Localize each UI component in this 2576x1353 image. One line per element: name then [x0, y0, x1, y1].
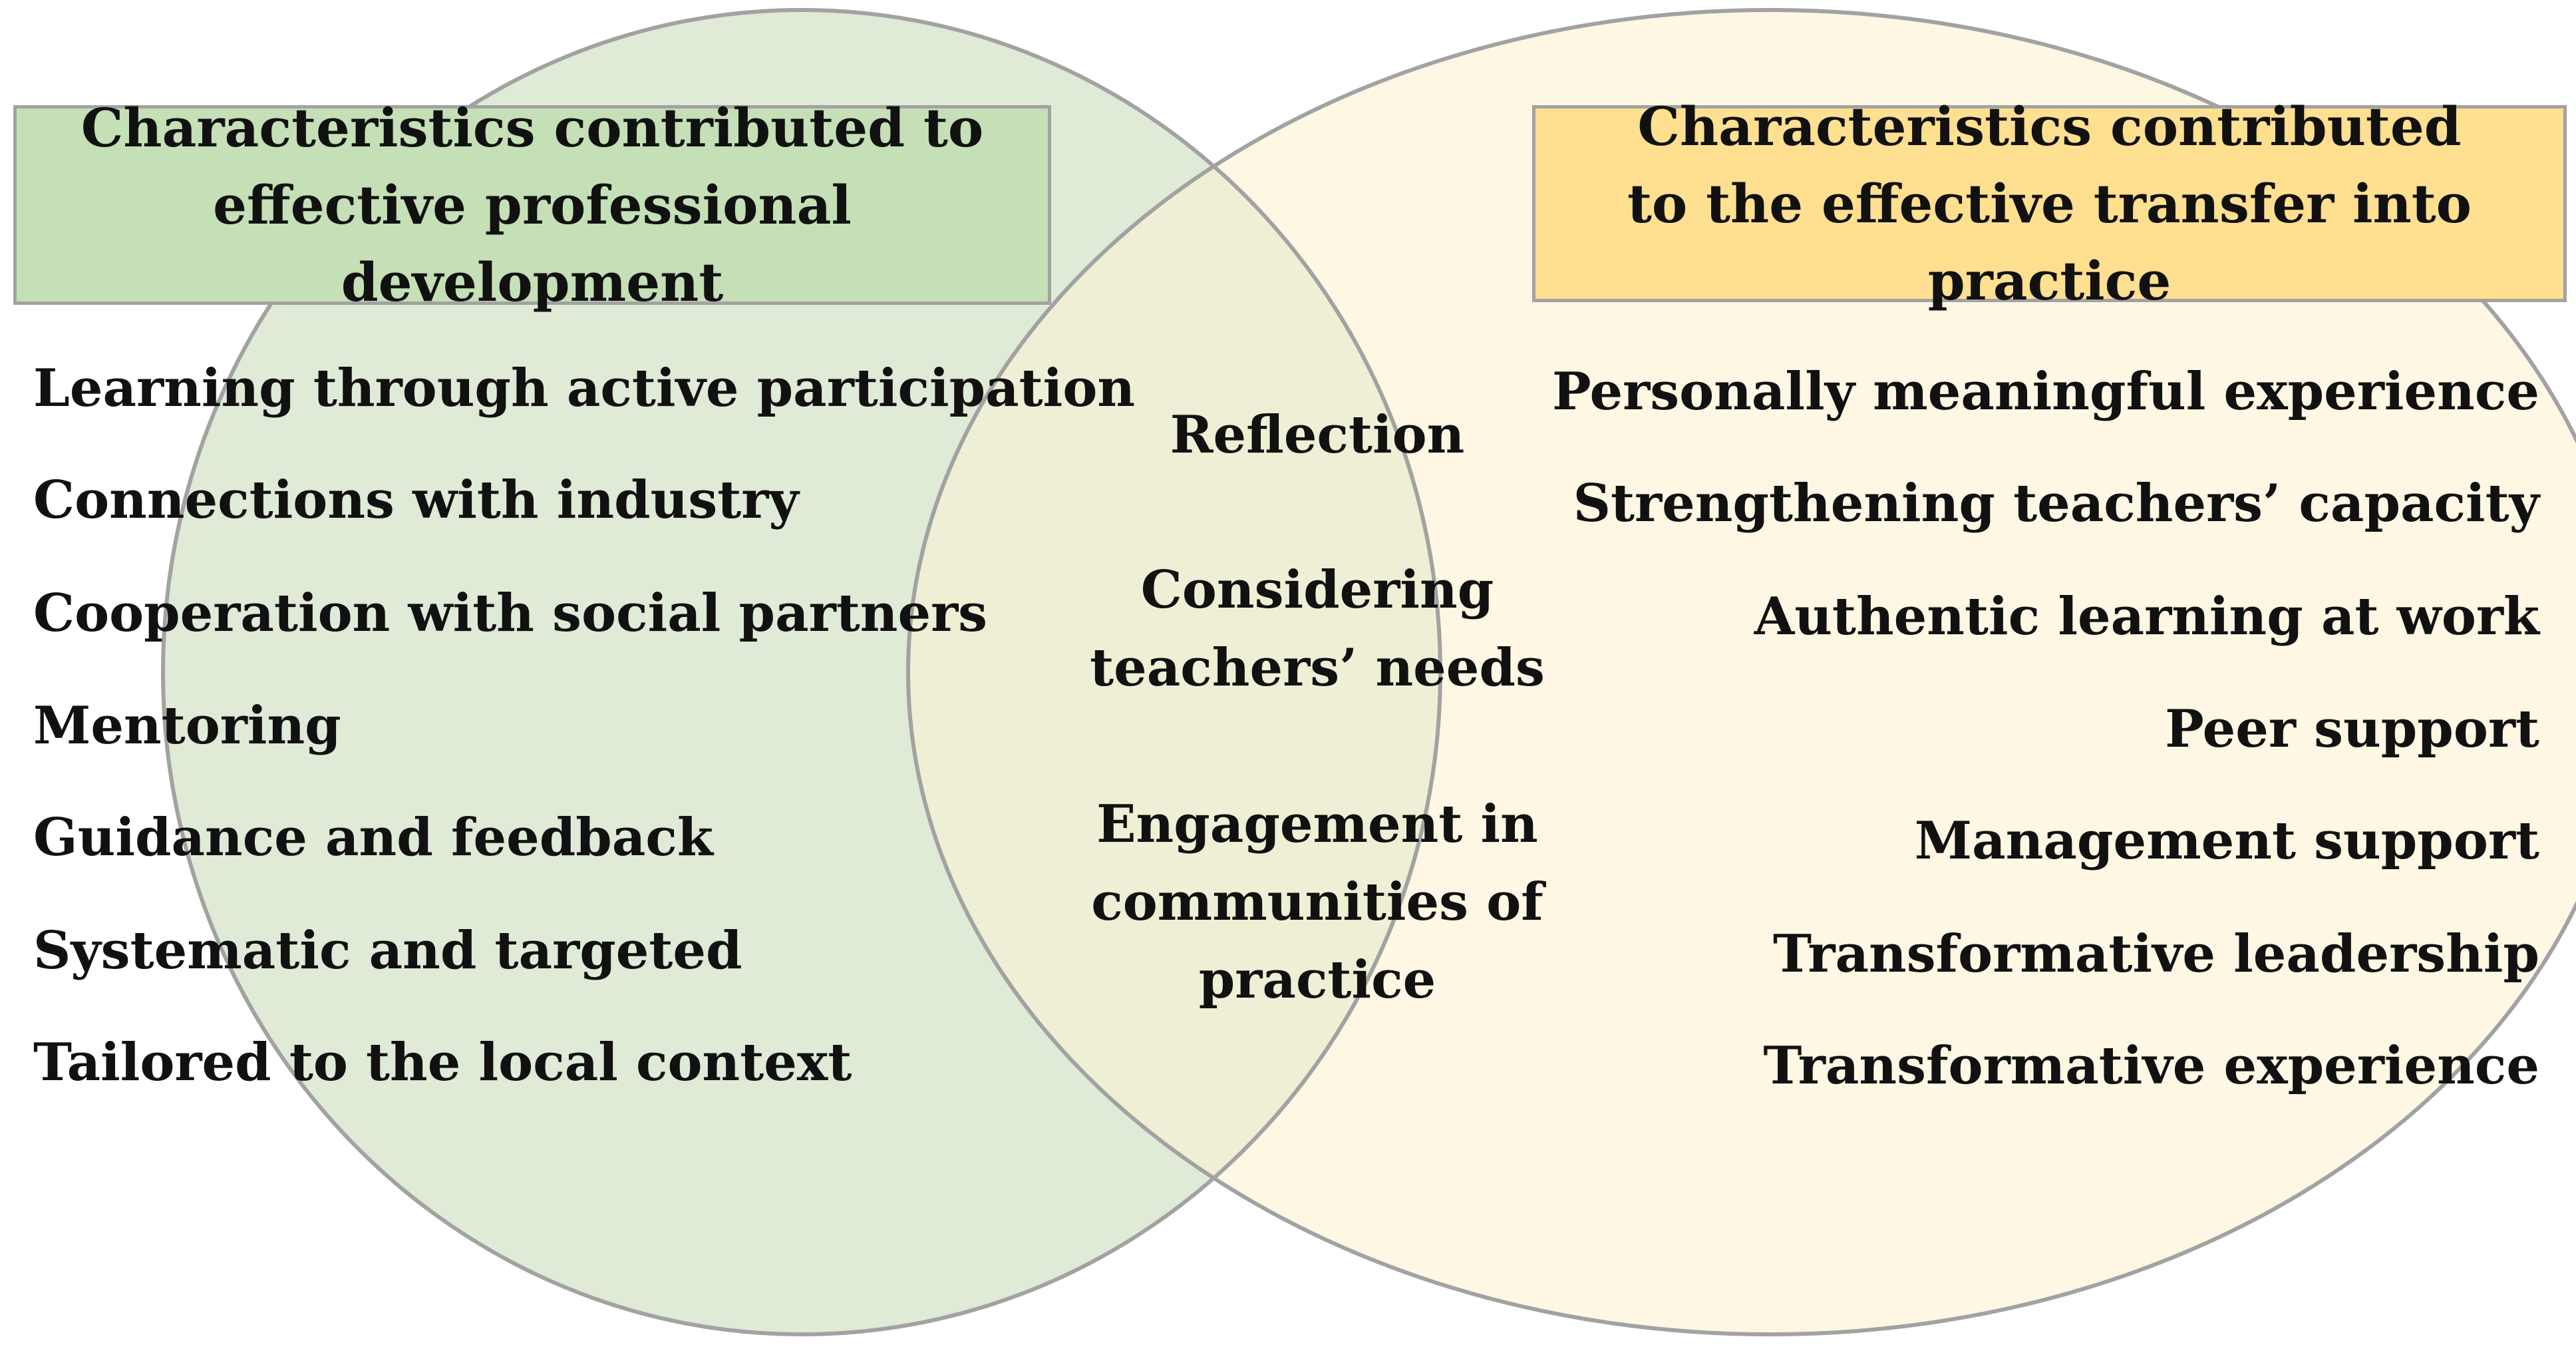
right-title: Characteristics contributed to the effec…	[1627, 95, 2472, 312]
left-item: Tailored to the local context	[33, 1032, 852, 1093]
right-circle-outline	[906, 8, 2576, 1336]
left-item: Systematic and targeted	[33, 920, 742, 981]
right-item: Management support	[1914, 811, 2539, 871]
right-title-box: Characteristics contributed to the effec…	[1532, 95, 2567, 312]
overlap-item: Reflection	[1170, 405, 1465, 465]
overlap-item: Engagement in communities of practice	[1091, 794, 1543, 1010]
right-item: Personally meaningful experience	[1551, 361, 2539, 422]
left-circle-outline	[161, 8, 1442, 1336]
left-item: Connections with industry	[33, 470, 799, 530]
left-item: Guidance and feedback	[33, 807, 713, 868]
right-item: Transformative leadership	[1773, 924, 2539, 984]
left-title-box: Characteristics contributed to effective…	[13, 97, 1051, 313]
left-title: Characteristics contributed to effective…	[80, 97, 984, 313]
right-item: Transformative experience	[1763, 1036, 2539, 1096]
overlap-item: Considering teachers’ needs	[1090, 560, 1545, 698]
overlap-region	[908, 10, 1440, 1334]
left-item: Mentoring	[33, 695, 341, 756]
right-item: Strengthening teachers’ capacity	[1573, 473, 2539, 534]
right-item: Authentic learning at work	[1754, 586, 2539, 647]
right-item: Peer support	[2165, 699, 2539, 759]
left-item: Cooperation with social partners	[33, 583, 988, 644]
left-item: Learning through active participation	[33, 358, 1136, 419]
